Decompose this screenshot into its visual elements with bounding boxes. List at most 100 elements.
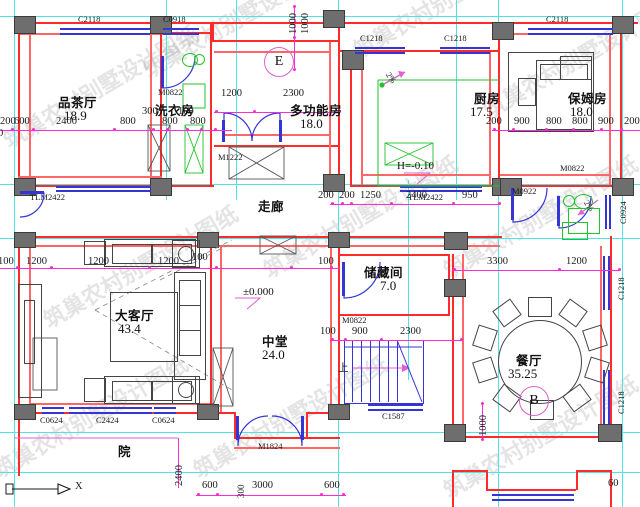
dimension-tick — [216, 493, 219, 496]
fixture-shower-area — [568, 208, 600, 234]
dimension-text: 60 — [608, 478, 619, 489]
stair-tread — [370, 340, 371, 402]
furniture-dining-chair — [558, 298, 588, 328]
interior-wall — [150, 33, 152, 187]
window-c2118-right — [528, 33, 613, 35]
window-c1587 — [368, 404, 423, 406]
interior-wall — [330, 246, 332, 412]
grid-axis-v — [456, 0, 457, 200]
structural-column — [14, 232, 36, 248]
structural-column — [14, 16, 36, 34]
dimension-tick — [214, 128, 217, 131]
window-c1218-a — [355, 52, 405, 54]
yard-wall — [576, 470, 612, 472]
furniture-sofa-top-cushion — [112, 244, 152, 264]
dimension-text: 200 — [624, 116, 640, 127]
room-area-nanny: 18.0 — [570, 104, 593, 119]
dimension-tick — [186, 128, 189, 131]
exterior-wall-left-lower — [18, 236, 20, 476]
furniture-tv — [24, 300, 35, 364]
structural-column — [14, 404, 36, 420]
window-label: C1587 — [382, 411, 405, 421]
interior-wall — [212, 412, 236, 414]
structural-column — [492, 22, 514, 40]
dimension-tick — [293, 36, 296, 39]
stair-tread — [352, 340, 353, 402]
dimension-tick — [16, 266, 19, 269]
dimension-text: 1200 — [26, 256, 47, 267]
furniture-sofa-bottom — [104, 376, 196, 404]
dimension-text: 100 — [178, 106, 194, 117]
room-area-storage: 7.0 — [380, 278, 397, 293]
dimension-text: 600 — [14, 116, 30, 127]
yard-wall — [576, 470, 578, 490]
dimension-tick — [512, 128, 515, 131]
interior-wall — [500, 174, 610, 176]
dimension-text: 0 — [0, 128, 4, 139]
dimension-text: 800 — [572, 116, 588, 127]
dimension-tick — [152, 128, 155, 131]
room-area-dining: 35.25 — [508, 366, 538, 381]
dimension-tick — [215, 110, 218, 113]
structural-column — [197, 404, 219, 420]
interior-wall — [225, 134, 329, 136]
yard-wall — [486, 489, 576, 491]
interior-wall — [361, 60, 363, 185]
structural-column — [612, 16, 634, 34]
dimension-tick — [390, 202, 393, 205]
structural-column — [328, 404, 350, 420]
dimension-text: 2400 — [174, 465, 185, 486]
interior-wall — [361, 174, 491, 176]
grid-axis-v — [408, 180, 409, 380]
axis-bubble-label: B — [529, 393, 539, 408]
furniture-dining-chair — [472, 324, 498, 352]
furniture-coffee-table — [110, 292, 178, 362]
interior-wall — [462, 254, 464, 440]
structural-column — [444, 424, 466, 442]
dimension-tick — [215, 266, 218, 269]
structural-column — [150, 178, 172, 196]
axis-bubble-e: E — [264, 47, 294, 77]
window-c0624-right — [154, 412, 176, 414]
room-label-multi: 多功能房 — [290, 104, 343, 118]
window-c2424 — [69, 407, 152, 409]
axis-direction-label: X — [75, 481, 83, 492]
grid-axis-v — [14, 0, 15, 507]
interior-wall — [306, 412, 308, 438]
dimension-tick — [380, 338, 383, 341]
dimension-text: 1250 — [360, 190, 381, 201]
dimension-line-v — [482, 402, 483, 440]
interior-wall — [234, 437, 340, 439]
room-label-storage: 储藏间 — [364, 266, 404, 280]
dimension-text: 1000 — [300, 13, 311, 34]
room-label-yard: 院 — [118, 445, 132, 459]
room-area-living: 43.4 — [118, 321, 141, 336]
structural-column — [342, 50, 364, 70]
dimension-tick — [113, 128, 116, 131]
fixture-shower-tray — [562, 222, 588, 240]
interior-wall — [452, 436, 612, 438]
corridor-wall-lower — [18, 236, 338, 238]
dimension-tick — [558, 268, 561, 271]
dimension-tick — [460, 338, 463, 341]
window-label: C0624 — [40, 415, 63, 425]
dimension-line — [452, 270, 620, 271]
door-label: M0822 — [342, 315, 367, 325]
furniture-sofa-right-cushion — [179, 305, 201, 331]
structural-column — [323, 10, 345, 28]
interior-wall — [210, 236, 212, 414]
dimension-tick — [618, 268, 621, 271]
exterior-wall-right-lower — [610, 236, 612, 436]
window-c1587 — [368, 409, 423, 411]
dimension-tick — [166, 128, 169, 131]
stair-direction-label: 上 — [338, 363, 349, 374]
grid-axis-v — [622, 0, 623, 507]
furniture-tv-cabinet — [18, 284, 42, 398]
exterior-wall-left-inner — [29, 22, 31, 187]
dimension-text: 600 — [202, 480, 218, 491]
interior-wall — [338, 254, 450, 256]
dimension-text: 900 — [514, 116, 530, 127]
window-c0624-left — [42, 407, 64, 409]
yard-wall — [486, 470, 488, 490]
dimension-text: 3000 — [252, 480, 273, 491]
